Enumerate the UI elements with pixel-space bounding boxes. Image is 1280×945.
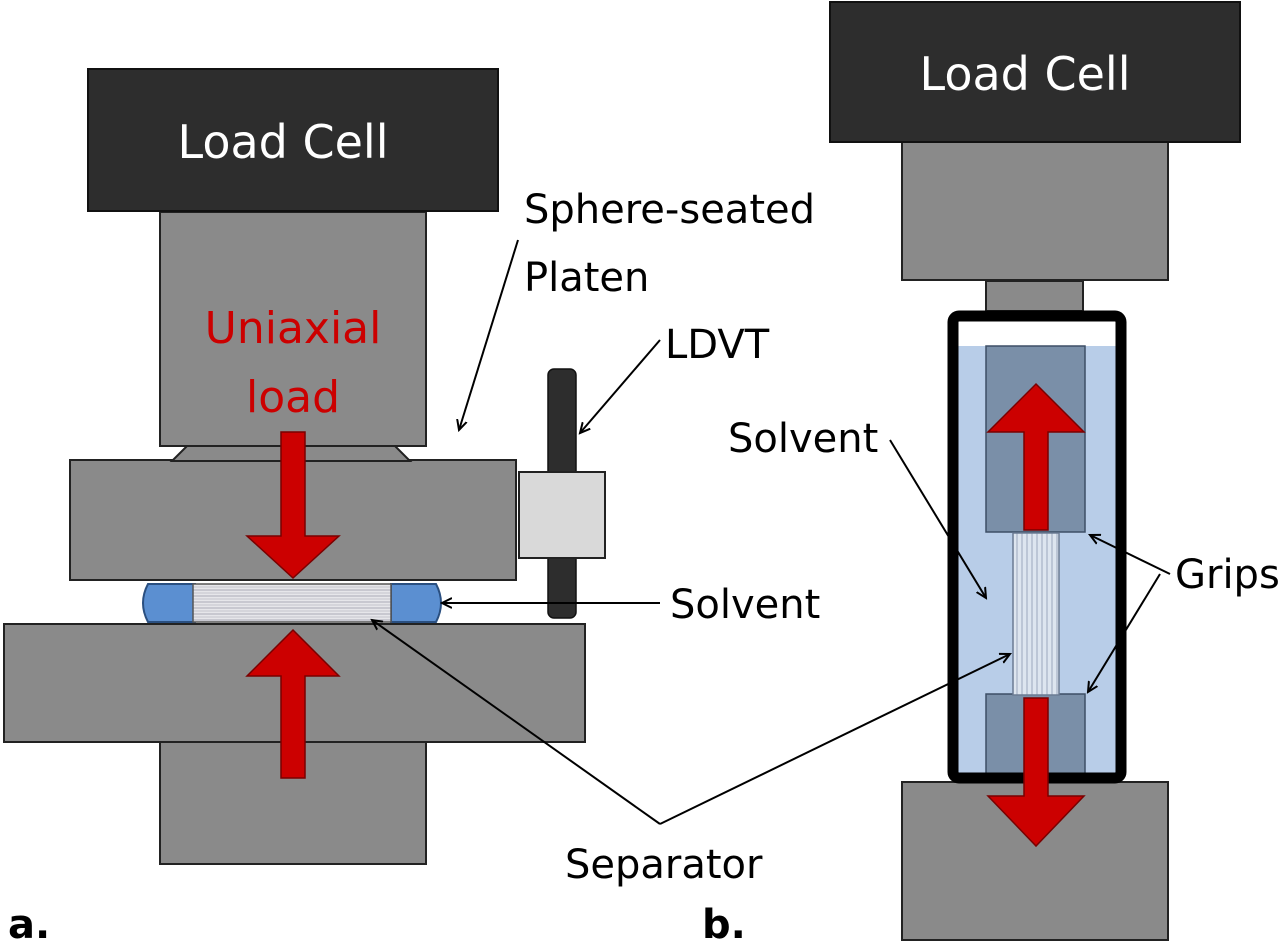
grips-leader-lower — [1088, 573, 1161, 692]
ldvt-leader — [580, 339, 661, 433]
separator-strip — [1012, 532, 1060, 696]
ldvt-body — [518, 471, 606, 559]
solvent-b-label: Solvent — [728, 416, 878, 462]
solvent-left — [142, 583, 196, 623]
load-cell-b-label: Load Cell — [920, 47, 1131, 101]
solvent-a-label: Solvent — [670, 582, 820, 628]
grips-leader-upper — [1090, 535, 1171, 575]
neck-b — [985, 280, 1084, 312]
load-cell-a — [87, 68, 499, 212]
ldvt-label: LDVT — [665, 322, 770, 368]
uniaxial-label-line1: Uniaxial — [205, 303, 382, 354]
panel-a: Load Cell Uniaxial load Sphere-seated Pl… — [3, 68, 820, 945]
platen-label-line2: Platen — [524, 255, 649, 301]
separator-leader-b — [659, 654, 1010, 825]
solvent-b-leader — [889, 439, 986, 598]
separator-leader-a — [372, 620, 661, 825]
upper-column — [159, 211, 427, 447]
compression-arrow-up — [245, 628, 341, 779]
solvent-right — [390, 583, 442, 623]
load-cell-b — [829, 1, 1241, 143]
platen-leader — [459, 239, 519, 430]
separator-stack — [192, 583, 392, 623]
tension-arrow-down — [986, 697, 1086, 848]
panel-a-label: a. — [8, 902, 50, 945]
uniaxial-label-line2: load — [246, 372, 340, 423]
platen-label-line1: Sphere-seated — [524, 187, 815, 233]
separator-label: Separator — [565, 842, 763, 888]
load-cell-a-label: Load Cell — [178, 115, 389, 169]
grips-label: Grips — [1175, 552, 1280, 598]
panel-b-label: b. — [702, 902, 746, 945]
tension-arrow-up — [986, 382, 1086, 531]
column-b — [901, 141, 1169, 281]
compression-arrow-down — [245, 431, 341, 580]
panel-b: Load Cell Solvent Grips b. — [659, 1, 1280, 945]
